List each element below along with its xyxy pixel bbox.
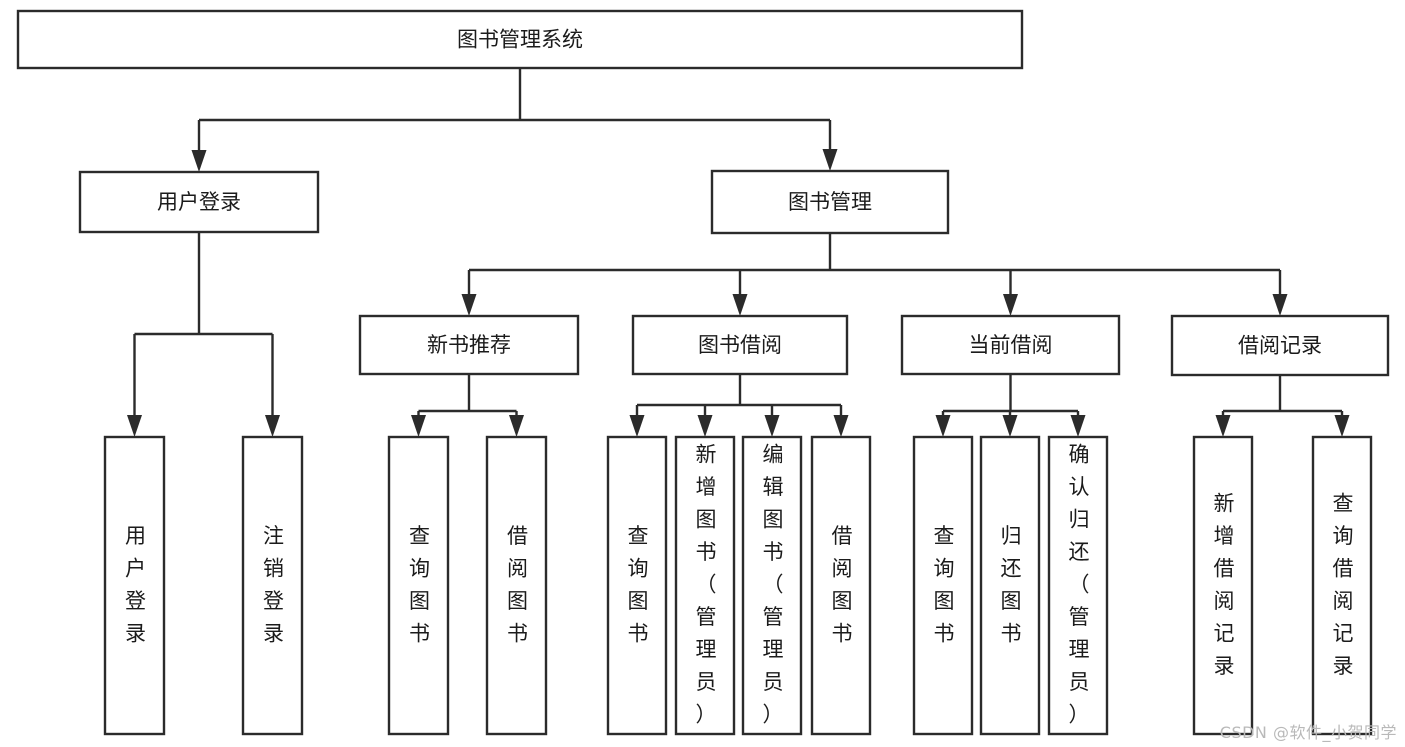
- node-leaf-add-borrow-record[interactable]: 新增借阅记录: [1192, 435, 1254, 736]
- node-box-leaf-user-login[interactable]: [103, 435, 166, 736]
- node-box-current-borrow[interactable]: [900, 314, 1121, 376]
- node-box-root[interactable]: [16, 9, 1024, 70]
- edge-group-root: [191, 68, 838, 172]
- node-label-book-manage: 图书管理: [788, 190, 872, 214]
- node-label-leaf-user-logout: 注销登录: [263, 524, 284, 646]
- node-leaf-confirm-return[interactable]: 确认归还（管理员）: [1047, 435, 1109, 736]
- edge-group-current-borrow: [935, 374, 1086, 437]
- edge-group-user-login: [127, 232, 280, 437]
- node-box-user-login[interactable]: [78, 170, 320, 234]
- node-box-book-manage[interactable]: [710, 169, 950, 235]
- node-label-leaf-borrow-book-recommend: 借阅图书: [507, 524, 528, 646]
- node-label-leaf-query-book-recommend: 查询图书: [409, 524, 430, 646]
- node-leaf-query-book-current[interactable]: 查询图书: [912, 435, 974, 736]
- node-label-leaf-add-borrow-record: 新增借阅记录: [1214, 491, 1235, 678]
- node-label-leaf-user-login: 用户登录: [125, 524, 146, 646]
- node-leaf-borrow-book[interactable]: 借阅图书: [810, 435, 872, 736]
- node-box-leaf-user-logout[interactable]: [241, 435, 304, 736]
- edge-group-book-manage: [461, 233, 1288, 316]
- node-leaf-user-logout[interactable]: 注销登录: [241, 435, 304, 736]
- edges-layer: [127, 68, 1350, 437]
- node-leaf-user-login[interactable]: 用户登录: [103, 435, 166, 736]
- node-box-leaf-edit-book[interactable]: [741, 435, 803, 736]
- node-box-leaf-query-book-current[interactable]: [912, 435, 974, 736]
- node-box-borrow-record[interactable]: [1170, 314, 1390, 377]
- node-box-leaf-confirm-return[interactable]: [1047, 435, 1109, 736]
- node-label-new-book-recommend: 新书推荐: [427, 333, 511, 357]
- node-label-leaf-confirm-return: 确认归还（管理员）: [1069, 443, 1090, 727]
- node-label-user-login: 用户登录: [157, 190, 241, 214]
- node-label-borrow-record: 借阅记录: [1238, 334, 1322, 358]
- node-label-leaf-query-book-borrow: 查询图书: [628, 524, 649, 646]
- node-label-book-borrow: 图书借阅: [698, 333, 782, 357]
- node-label-current-borrow: 当前借阅: [969, 333, 1053, 357]
- edge-group-borrow-record: [1215, 375, 1350, 437]
- node-label-leaf-add-book: 新增图书（管理员）: [696, 443, 717, 727]
- node-user-login[interactable]: 用户登录: [78, 170, 320, 234]
- node-box-leaf-query-book-recommend[interactable]: [387, 435, 450, 736]
- node-box-leaf-query-book-borrow[interactable]: [606, 435, 668, 736]
- edge-group-new-book-recommend: [411, 374, 524, 437]
- node-book-manage[interactable]: 图书管理: [710, 169, 950, 235]
- node-label-leaf-return-book: 归还图书: [1001, 524, 1022, 646]
- node-leaf-add-book[interactable]: 新增图书（管理员）: [674, 435, 736, 736]
- node-leaf-return-book[interactable]: 归还图书: [979, 435, 1041, 736]
- node-root[interactable]: 图书管理系统: [16, 9, 1024, 70]
- node-borrow-record[interactable]: 借阅记录: [1170, 314, 1390, 377]
- node-leaf-query-borrow-record[interactable]: 查询借阅记录: [1311, 435, 1373, 736]
- node-label-leaf-borrow-book: 借阅图书: [832, 524, 853, 646]
- node-label-leaf-edit-book: 编辑图书（管理员）: [763, 443, 784, 727]
- node-label-root: 图书管理系统: [457, 28, 583, 52]
- node-box-new-book-recommend[interactable]: [358, 314, 580, 376]
- node-leaf-borrow-book-recommend[interactable]: 借阅图书: [485, 435, 548, 736]
- node-box-leaf-return-book[interactable]: [979, 435, 1041, 736]
- edge-group-book-borrow: [629, 374, 849, 437]
- nodes-layer: 图书管理系统用户登录图书管理新书推荐图书借阅当前借阅借阅记录用户登录注销登录查询…: [16, 9, 1390, 736]
- node-box-leaf-add-book[interactable]: [674, 435, 736, 736]
- node-leaf-query-book-borrow[interactable]: 查询图书: [606, 435, 668, 736]
- node-current-borrow[interactable]: 当前借阅: [900, 314, 1121, 376]
- node-new-book-recommend[interactable]: 新书推荐: [358, 314, 580, 376]
- node-leaf-edit-book[interactable]: 编辑图书（管理员）: [741, 435, 803, 736]
- node-leaf-query-book-recommend[interactable]: 查询图书: [387, 435, 450, 736]
- node-box-leaf-add-borrow-record[interactable]: [1192, 435, 1254, 736]
- node-book-borrow[interactable]: 图书借阅: [631, 314, 849, 376]
- watermark-label: CSDN @软件_小贺同学: [1219, 723, 1397, 742]
- node-label-leaf-query-borrow-record: 查询借阅记录: [1333, 491, 1354, 678]
- node-label-leaf-query-book-current: 查询图书: [934, 524, 955, 646]
- node-box-leaf-borrow-book-recommend[interactable]: [485, 435, 548, 736]
- node-box-leaf-query-borrow-record[interactable]: [1311, 435, 1373, 736]
- node-box-leaf-borrow-book[interactable]: [810, 435, 872, 736]
- node-box-book-borrow[interactable]: [631, 314, 849, 376]
